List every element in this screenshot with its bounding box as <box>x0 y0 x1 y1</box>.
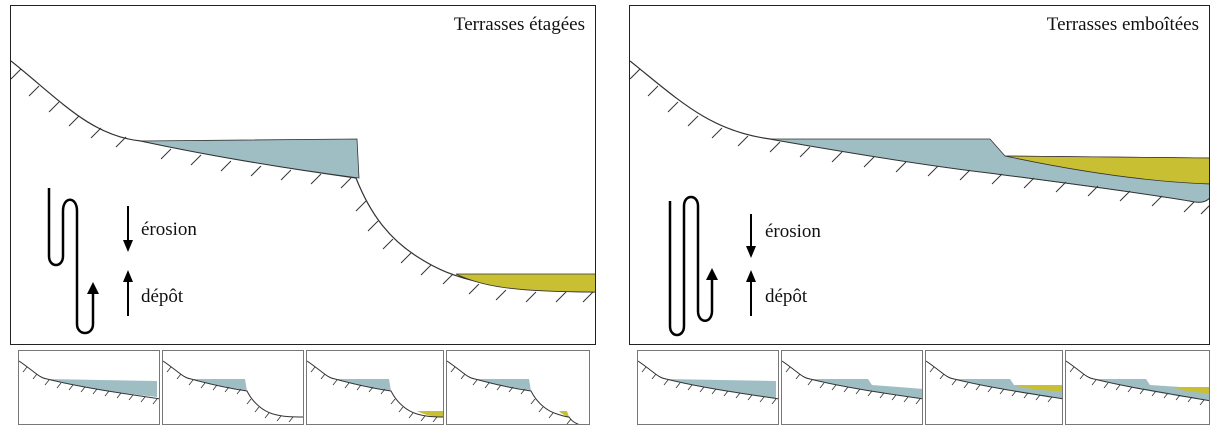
right-profile-diagram <box>630 60 1209 337</box>
left-erosion-label: érosion <box>141 219 197 240</box>
left-main-panel: Terrasses étagées érosion dépôt <box>10 5 596 345</box>
meander-arrow-head <box>706 268 718 280</box>
right-old-terrace <box>769 138 1209 203</box>
right-stage-2 <box>781 350 923 425</box>
left-young-terrace <box>455 273 595 293</box>
left-title: Terrasses étagées <box>453 14 585 35</box>
left-old-terrace <box>140 138 360 179</box>
meander-path-icon <box>668 195 714 337</box>
right-young-terrace <box>1004 155 1209 185</box>
right-hatching <box>630 68 1209 215</box>
right-stage-4 <box>1065 350 1210 425</box>
left-hatching <box>11 68 594 303</box>
meander-arrow-head <box>87 282 99 294</box>
right-main-panel: Terrasses emboîtées érosion dépôt <box>629 5 1210 345</box>
right-stage-3 <box>925 350 1063 425</box>
left-profile-diagram <box>11 60 595 335</box>
right-depot-label: dépôt <box>765 286 808 307</box>
left-bedrock-profile <box>11 60 595 293</box>
right-erosion-label: érosion <box>765 221 821 242</box>
meander-path-icon <box>47 188 95 335</box>
left-depot-label: dépôt <box>141 286 184 307</box>
right-stage-1 <box>637 350 779 425</box>
left-stage-3 <box>306 350 444 425</box>
left-stage-4 <box>446 350 590 425</box>
left-stage-1 <box>18 350 160 425</box>
right-title: Terrasses emboîtées <box>1046 14 1199 35</box>
left-stage-2 <box>162 350 304 425</box>
